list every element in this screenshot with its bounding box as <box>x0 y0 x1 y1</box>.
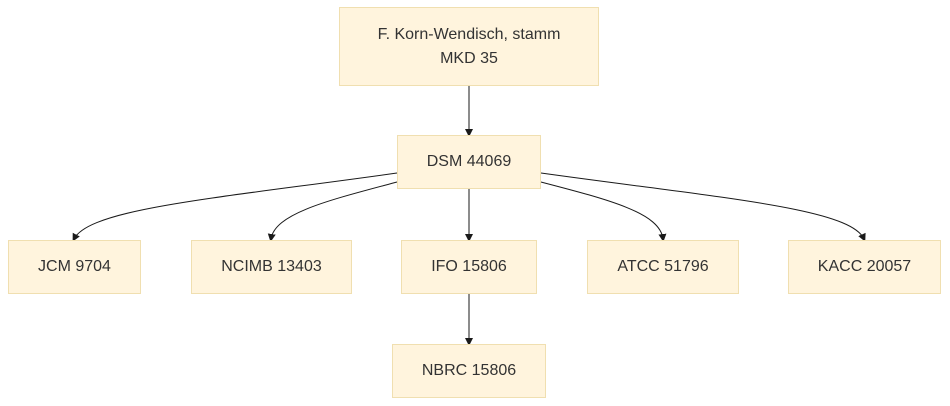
node-kacc-label: KACC 20057 <box>817 258 912 275</box>
node-ifo: IFO 15806 <box>401 240 537 294</box>
node-dsm-label: DSM 44069 <box>426 153 512 170</box>
node-atcc: ATCC 51796 <box>587 240 739 294</box>
node-ifo-label: IFO 15806 <box>431 258 507 275</box>
node-origin-strain: F. Korn-Wendisch, stamm MKD 35 <box>339 7 599 86</box>
edge-dsm-to-ncimb <box>267 181 398 242</box>
node-ncimb: NCIMB 13403 <box>191 240 352 294</box>
node-kacc: KACC 20057 <box>788 240 941 294</box>
node-origin-line2: MKD 35 <box>440 49 498 67</box>
edge-dsm-to-kacc <box>540 172 866 242</box>
node-origin-line1: F. Korn-Wendisch, stamm <box>377 25 561 43</box>
node-atcc-label: ATCC 51796 <box>617 258 709 275</box>
edge-dsm-to-atcc <box>540 181 667 242</box>
node-nbrc-label: NBRC 15806 <box>421 362 517 379</box>
node-dsm: DSM 44069 <box>397 135 541 189</box>
node-jcm-label: JCM 9704 <box>38 258 111 275</box>
node-ncimb-label: NCIMB 13403 <box>221 258 322 275</box>
edge-dsm-to-jcm <box>72 172 398 242</box>
node-nbrc: NBRC 15806 <box>392 344 546 398</box>
node-jcm: JCM 9704 <box>8 240 141 294</box>
